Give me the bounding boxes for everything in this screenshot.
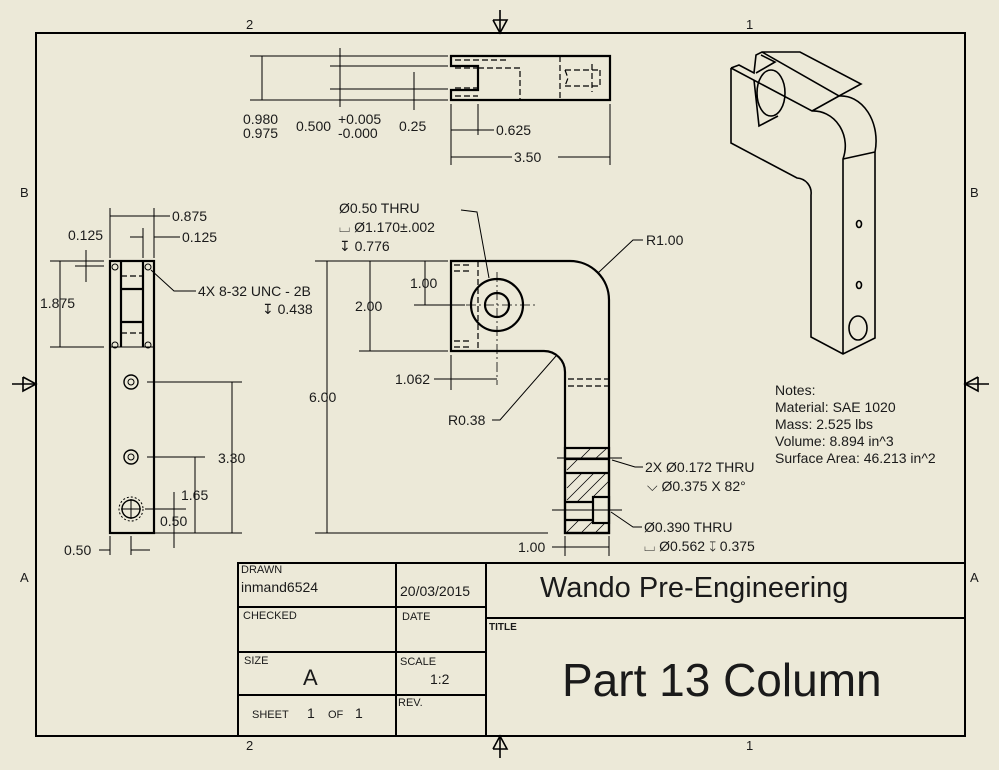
- center-mark-left-icon: [12, 376, 38, 393]
- dim-hole-mid: 1.65: [181, 487, 208, 503]
- dim-slot-tol-minus: -0.000: [338, 125, 378, 141]
- csk-callout-line1: 2X Ø0.172 THRU: [645, 459, 754, 475]
- hole-callout-line3: ↧ 0.776: [339, 238, 390, 254]
- dim-hole-spacing: 3.30: [218, 450, 245, 466]
- center-mark-bottom-icon: [492, 734, 509, 758]
- dim-hole-center-y: 1.00: [410, 275, 437, 291]
- dim-center-x: 0.50: [64, 542, 91, 558]
- cbore-callout-line1: Ø0.390 THRU: [644, 519, 732, 535]
- drawn-by: inmand6524: [241, 579, 318, 595]
- size-label: SIZE: [244, 655, 268, 667]
- cbore-callout-line2: ⌴ Ø0.562 ↧ 0.375: [644, 538, 755, 554]
- sheet-total: 1: [355, 705, 363, 721]
- zone-top-2: 2: [246, 17, 253, 32]
- dim-inner-radius: R0.38: [448, 412, 486, 428]
- zone-bottom-2: 2: [246, 738, 253, 753]
- thread-callout-line1: 4X 8-32 UNC - 2B: [198, 283, 311, 299]
- dim-overall-height: 6.00: [309, 389, 336, 405]
- hole-callout-line1: Ø0.50 THRU: [339, 200, 420, 216]
- of-label: OF: [328, 709, 344, 721]
- zone-left-A: A: [20, 570, 29, 585]
- scale-label: SCALE: [400, 656, 436, 668]
- front-view: 6.00 2.00 1.00 1.062 Ø0.50 THRU ⌴ Ø1.170…: [309, 200, 755, 556]
- size-value: A: [303, 665, 318, 690]
- notes-material: Material: SAE 1020: [775, 399, 896, 415]
- drawn-date: 20/03/2015: [400, 583, 470, 599]
- dim-column-width: 1.00: [518, 539, 545, 555]
- isometric-view: [730, 51, 877, 355]
- side-view: 0.875 0.125 0.125 1.875 4X 8-32 UNC - 2B…: [40, 208, 313, 558]
- zone-right-B: B: [970, 185, 979, 200]
- notes-heading: Notes:: [775, 382, 815, 398]
- company-name: Wando Pre-Engineering: [540, 572, 848, 604]
- scale-value: 1:2: [430, 671, 450, 687]
- dim-hole-center-x: 1.062: [395, 371, 430, 387]
- dim-side-hole-offset: 0.125: [68, 227, 103, 243]
- notes-volume: Volume: 8.894 in^3: [775, 433, 894, 449]
- csk-callout-line2: ⌵ Ø0.375 X 82°: [647, 478, 746, 494]
- notes-mass: Mass: 2.525 lbs: [775, 416, 873, 432]
- checked-label: CHECKED: [243, 610, 297, 622]
- notes-surface-area: Surface Area: 46.213 in^2: [775, 450, 936, 466]
- thread-callout-line2: ↧ 0.438: [262, 301, 313, 317]
- title-label: TITLE: [489, 622, 517, 633]
- title-block: DRAWN inmand6524 20/03/2015 CHECKED DATE…: [237, 562, 966, 737]
- hole-callout-line2: ⌴ Ø1.170±.002: [339, 219, 435, 235]
- notes-block: Notes: Material: SAE 1020 Mass: 2.525 lb…: [775, 382, 936, 466]
- dim-length: 3.50: [514, 149, 541, 165]
- dim-height-max: 0.980: [243, 111, 278, 127]
- zone-left-B: B: [20, 185, 29, 200]
- dim-slot-depth: 0.625: [496, 122, 531, 138]
- dim-top-height: 2.00: [355, 298, 382, 314]
- dim-slot-offset: 0.25: [399, 118, 426, 134]
- dim-side-height: 1.875: [40, 295, 75, 311]
- dim-slot-tol-plus: +0.005: [338, 111, 381, 127]
- zone-top-1: 1: [746, 17, 753, 32]
- dim-side-width: 0.875: [172, 208, 207, 224]
- center-mark-right-icon: [963, 376, 989, 393]
- top-view: 0.980 0.975 0.500 +0.005 -0.000 0.25 0.6…: [243, 48, 612, 165]
- drawing-title: Part 13 Column: [562, 654, 882, 706]
- dim-height-min: 0.975: [243, 125, 278, 141]
- zone-bottom-1: 1: [746, 738, 753, 753]
- rev-label: REV.: [398, 697, 423, 709]
- date-label: DATE: [402, 611, 431, 623]
- zone-right-A: A: [970, 570, 979, 585]
- dim-slot-width: 0.500: [296, 118, 331, 134]
- sheet-label: SHEET: [252, 709, 289, 721]
- center-mark-top-icon: [492, 10, 509, 35]
- sheet-num: 1: [307, 705, 315, 721]
- drawn-label: DRAWN: [241, 564, 282, 576]
- dim-hole-bottom: 0.50: [160, 513, 187, 529]
- dim-outer-radius: R1.00: [646, 232, 684, 248]
- dim-side-hole-offset-2: 0.125: [182, 229, 217, 245]
